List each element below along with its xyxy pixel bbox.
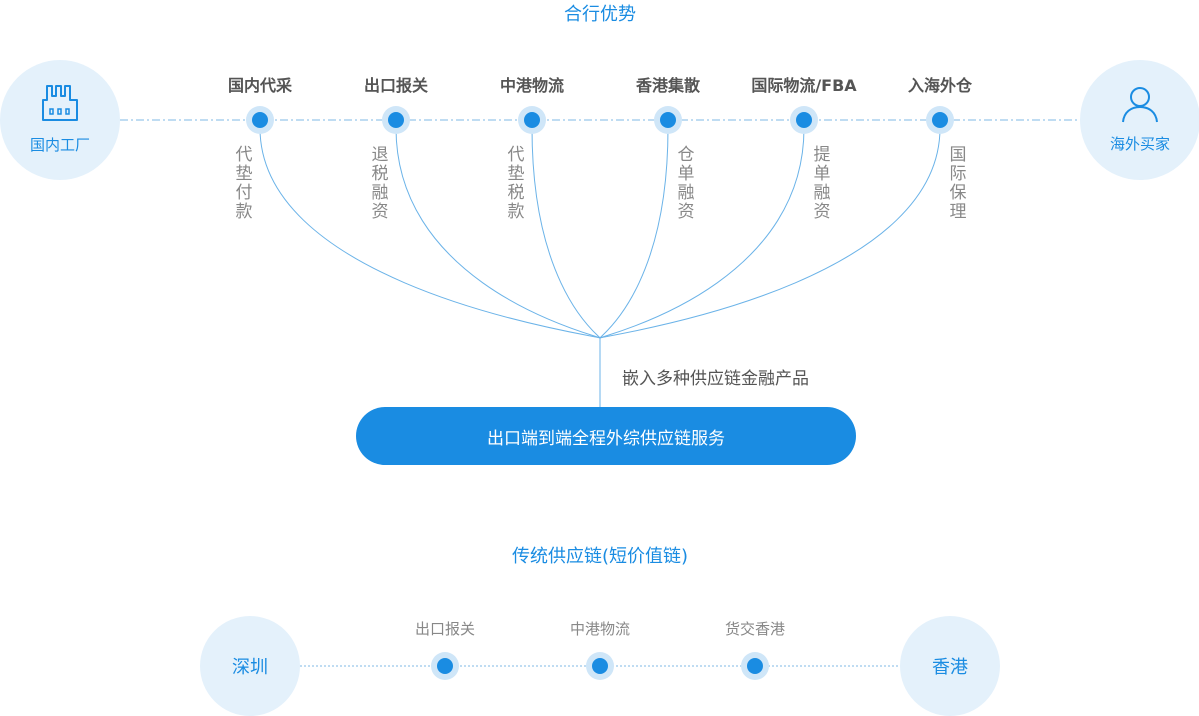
domestic-factory-node: 国内工厂 [0,60,120,180]
stage-dot [790,106,818,134]
bottom-stage-label: 出口报关 [414,620,476,638]
bottom-stage-dot-core [747,658,763,674]
user-icon [1122,87,1158,123]
stage-dot-core [660,112,676,128]
stage-curve [531,127,601,339]
finance-product-label: 退税融资 [371,145,389,222]
top-title: 合行优势 [564,4,636,25]
stage-label: 国内代采 [227,76,293,95]
stage-dot [246,106,274,134]
bottom-stage-dot [431,652,459,680]
shenzhen-label: 深圳 [232,657,268,678]
bottom-stage-dot-core [437,658,453,674]
stage-label: 国际物流/FBA [751,76,857,95]
overseas-buyer-label: 海外买家 [1109,135,1171,153]
stage-label: 香港集散 [635,76,701,95]
bottom-stage-dot [586,652,614,680]
bottom-stage-label: 中港物流 [569,620,631,638]
bottom-stage-dot [741,652,769,680]
stage-dot [518,106,546,134]
stage-dot-core [388,112,404,128]
finance-product-label: 代垫付款 [235,145,253,222]
domestic-factory-label: 国内工厂 [29,136,91,154]
bottom-title: 传统供应链(短价值链) [511,546,689,567]
bottom-stage-label: 货交香港 [724,620,786,638]
finance-product-label: 国际保理 [949,145,967,222]
stage-curve [599,127,669,339]
hongkong-node: 香港 [900,616,1000,716]
stage-dot-core [252,112,268,128]
overseas-buyer-node: 海外买家 [1080,60,1199,180]
stage-curve [599,127,805,339]
bottom-stage-dot-core [592,658,608,674]
service-button-label: 出口端到端全程外综供应链服务 [487,428,725,449]
stage-curve [599,127,941,339]
stage-dot [654,106,682,134]
stage-dot [382,106,410,134]
shenzhen-node: 深圳 [200,616,300,716]
factory-icon [42,85,78,121]
service-button[interactable]: 出口端到端全程外综供应链服务 [356,407,856,465]
finance-product-label: 仓单融资 [677,145,695,222]
stage-dot-core [932,112,948,128]
finance-product-label: 代垫税款 [507,145,525,222]
stage-label: 中港物流 [499,76,565,95]
stage-dot [926,106,954,134]
merge-label: 嵌入多种供应链金融产品 [622,369,809,389]
stage-dot-core [524,112,540,128]
stage-label: 入海外仓 [907,76,973,95]
finance-product-label: 提单融资 [813,145,831,222]
stage-curve [259,127,601,339]
stage-label: 出口报关 [363,76,429,95]
stage-curve [395,127,601,339]
stage-dot-core [796,112,812,128]
hongkong-label: 香港 [932,657,968,678]
